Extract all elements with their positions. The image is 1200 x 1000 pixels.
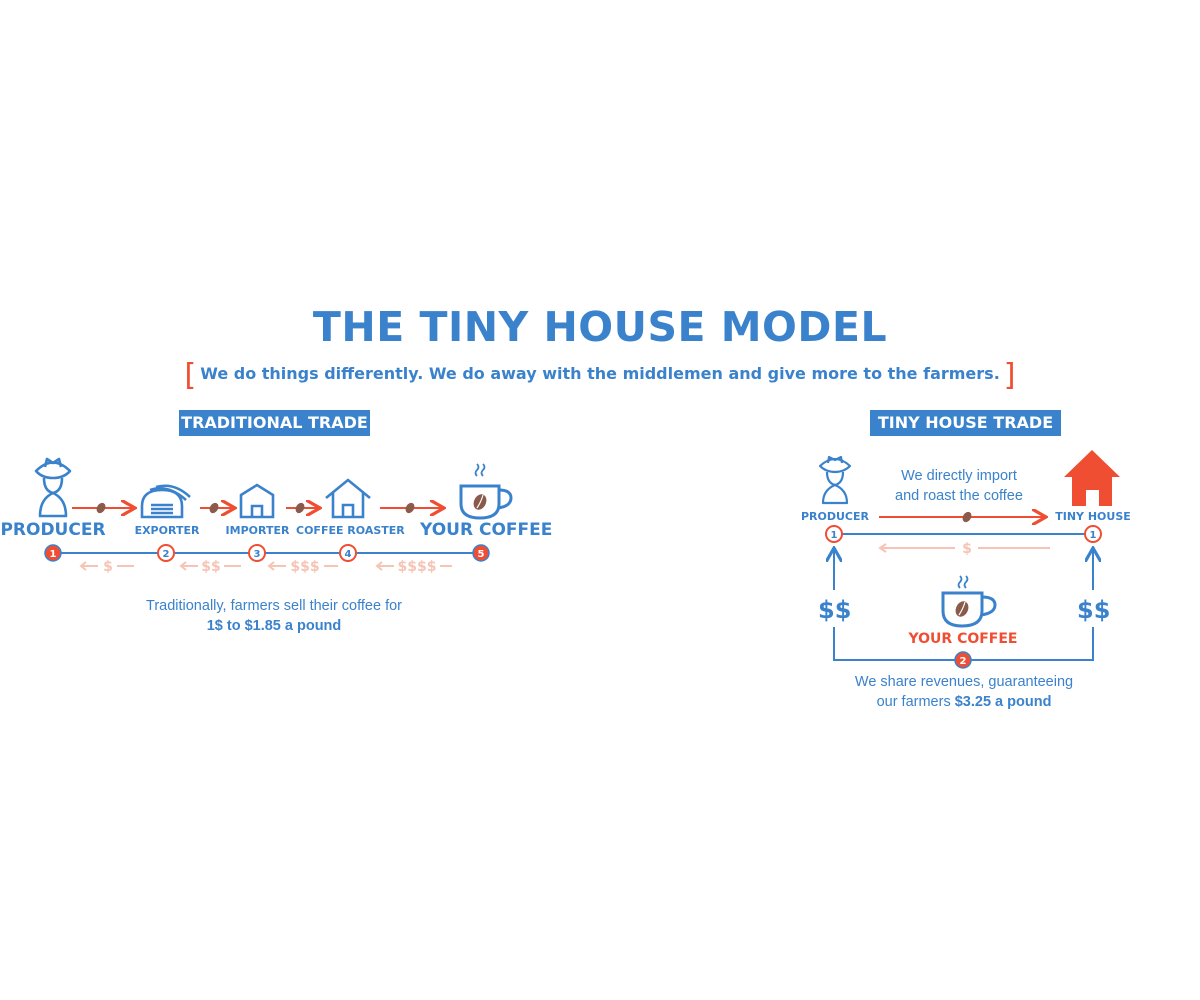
coffee-cup-icon [459, 463, 513, 520]
farmer-icon-small [818, 455, 852, 505]
node-label-coffee-roaster: COFFEE ROASTER [296, 524, 405, 537]
left-bracket: [ [184, 358, 197, 393]
house-icon [325, 478, 371, 519]
step-marker-2 [954, 651, 972, 669]
step-markers: 1 2 3 4 5 [44, 544, 490, 562]
money-back-label: $ [962, 541, 972, 557]
money-flow-1: $ [103, 559, 113, 575]
right-bracket: ] [1003, 358, 1016, 393]
farmer-icon [34, 457, 72, 518]
step-number-4: 4 [345, 549, 352, 560]
node-label-your-coffee: YOUR COFFEE [420, 520, 553, 540]
tiny-house-icon [1064, 450, 1120, 506]
page-title: THE TINY HOUSE MODEL [312, 303, 888, 351]
left-revenue-dollars: $$ [818, 596, 852, 624]
money-flow-4: $$$$ [398, 559, 437, 575]
traditional-caption-line2: 1$ to $1.85 a pound [206, 618, 342, 634]
money-flow-2: $$ [201, 559, 220, 575]
direct-import-text: We directly import and roast the coffee [864, 466, 1054, 506]
step-marker-producer [825, 525, 843, 543]
traditional-trade-header: TRADITIONAL TRADE [179, 410, 370, 436]
tiny-house-label: TINY HOUSE [1055, 510, 1131, 523]
direct-import-line1: We directly import [901, 468, 1017, 484]
step-number-3: 3 [254, 549, 261, 560]
traditional-caption-line1: Traditionally, farmers sell their coffee… [146, 598, 402, 614]
tiny-house-caption-line2: our farmers $3.25 a pound [834, 692, 1094, 712]
step-marker-tiny-house [1084, 525, 1102, 543]
bean-icons [96, 502, 415, 514]
node-label-exporter: EXPORTER [134, 524, 200, 537]
step-number-2-loop: 2 [960, 656, 967, 667]
step-number-tiny-house: 1 [1090, 530, 1097, 541]
tiny-house-trade-header: TINY HOUSE TRADE [870, 410, 1061, 436]
building-icon [239, 483, 275, 519]
step-number-5: 5 [478, 549, 485, 560]
your-coffee-label: YOUR COFFEE [908, 631, 1018, 647]
caption-prefix: our farmers [876, 694, 955, 710]
subtitle-text: We do things differently. We do away wit… [200, 364, 1000, 383]
tiny-house-caption-line1: We share revenues, guaranteeing [854, 674, 1074, 690]
tiny-producer-label: PRODUCER [800, 510, 869, 523]
traditional-caption: Traditionally, farmers sell their coffee… [114, 596, 434, 636]
node-label-importer: IMPORTER [225, 524, 290, 537]
warehouse-icon [140, 484, 191, 519]
bean-icon-direct [962, 511, 972, 523]
right-revenue-dollars: $$ [1077, 596, 1111, 624]
money-back-flow: $ [878, 541, 1050, 557]
step-number-producer: 1 [831, 530, 838, 541]
tiny-house-caption: We share revenues, guaranteeing our farm… [834, 672, 1094, 712]
caption-price: $3.25 a pound [954, 694, 1052, 710]
money-flows: $ $$ $$$ $$$$ [79, 559, 452, 575]
money-flow-3: $$$ [290, 559, 319, 575]
direct-import-line2: and roast the coffee [895, 488, 1023, 504]
step-number-2: 2 [163, 549, 170, 560]
coffee-cup-icon-center [941, 575, 997, 628]
node-label-producer: PRODUCER [0, 520, 106, 540]
step-number-1: 1 [50, 549, 57, 560]
subtitle: [We do things differently. We do away wi… [0, 358, 1200, 393]
